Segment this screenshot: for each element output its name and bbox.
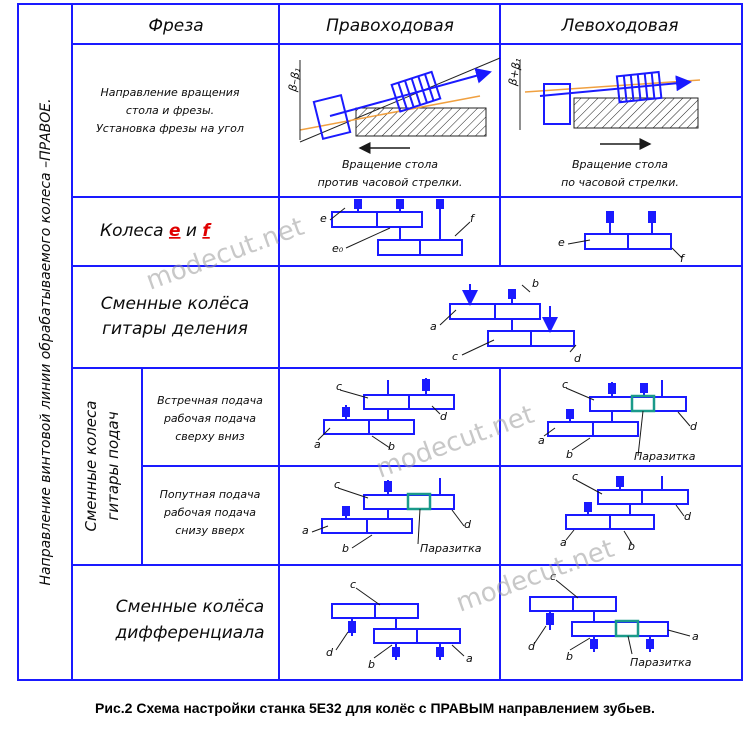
counter-feed-label: Встречная подача рабочая подача сверху в… bbox=[157, 394, 263, 443]
header-right-hand: Правоходовая bbox=[326, 16, 454, 36]
division-c-label: c bbox=[452, 350, 458, 363]
setup-diagram: Фреза Правоходовая Левоходовая Направлен… bbox=[17, 3, 743, 681]
counter-left-idler bbox=[630, 394, 656, 413]
division-a-label: a bbox=[430, 320, 437, 333]
differential-label: Сменные колёса дифференциала bbox=[114, 597, 264, 643]
svg-text:Вращение стола: Вращение стола bbox=[572, 158, 668, 171]
angle-left-label: β+β₁ bbox=[506, 57, 524, 87]
counter-right-a-label: a bbox=[314, 438, 321, 451]
climb-left-gears bbox=[565, 476, 689, 530]
ef-right-gears bbox=[331, 199, 463, 256]
svg-text:Сменные колёса: Сменные колёса bbox=[116, 597, 264, 617]
differential-left-idler-label: Паразитка bbox=[630, 656, 692, 669]
ef-left-leaders bbox=[567, 239, 683, 259]
differential-left-idler bbox=[614, 619, 640, 638]
rotation-label: Направление вращения стола и фрезы. Уста… bbox=[96, 86, 244, 135]
svg-text:дифференциала: дифференциала bbox=[114, 623, 264, 643]
svg-text:Сменные колёса: Сменные колёса bbox=[101, 294, 249, 314]
svg-text:Установка фрезы на угол: Установка фрезы на угол bbox=[96, 122, 244, 135]
ef-right-f-label: f bbox=[470, 212, 476, 225]
ef-right-e-label: e bbox=[320, 212, 327, 225]
svg-text:снизу вверх: снизу вверх bbox=[175, 524, 245, 537]
ef-left-e-label: e bbox=[558, 236, 565, 249]
differential-left-leaders bbox=[533, 579, 691, 655]
counter-left-d-label: d bbox=[690, 420, 698, 433]
right-rotation-caption: Вращение стола против часовой стрелки. bbox=[318, 158, 463, 189]
svg-text:сверху вниз: сверху вниз bbox=[175, 430, 245, 443]
differential-left-a-label: a bbox=[692, 630, 699, 643]
svg-text:гитары подач: гитары подач bbox=[104, 411, 122, 520]
differential-right-c-label: c bbox=[350, 578, 356, 591]
differential-left-d-label: d bbox=[528, 640, 536, 653]
left-rotation-caption: Вращение стола по часовой стрелки. bbox=[561, 158, 679, 189]
climb-right-c-label: c bbox=[334, 478, 340, 491]
angle-right-label: β–β₁ bbox=[286, 67, 303, 94]
svg-text:Встречная подача: Встречная подача bbox=[157, 394, 263, 407]
svg-text:Попутная подача: Попутная подача bbox=[160, 488, 261, 501]
side-label: Направление винтовой линии обрабатываемо… bbox=[38, 98, 54, 585]
climb-right-a-label: a bbox=[302, 524, 309, 537]
svg-text:Направление вращения: Направление вращения bbox=[100, 86, 239, 99]
counter-left-gears bbox=[547, 380, 687, 437]
differential-right-gears bbox=[331, 603, 461, 660]
counter-right-d-label: d bbox=[440, 410, 448, 423]
climb-right-idler bbox=[406, 492, 432, 511]
ef-right-e0-label: e₀ bbox=[332, 242, 344, 255]
ef-left-f-label: f bbox=[680, 252, 686, 265]
differential-left-b-label: b bbox=[566, 650, 573, 663]
division-d-label: d bbox=[574, 352, 582, 365]
ef-label: Колеса e и f bbox=[100, 221, 212, 241]
climb-left-d-label: d bbox=[684, 510, 692, 523]
differential-left-gears bbox=[529, 596, 669, 652]
watermark: modecut.net bbox=[372, 400, 538, 485]
svg-text:по часовой стрелки.: по часовой стрелки. bbox=[561, 176, 679, 189]
svg-text:стола и фрезы.: стола и фрезы. bbox=[126, 104, 214, 117]
climb-right-leaders bbox=[311, 487, 465, 549]
figure-caption: Рис.2 Схема настройки станка 5Е32 для ко… bbox=[95, 700, 655, 716]
ef-left-gears bbox=[584, 211, 672, 250]
climb-right-b-label: b bbox=[342, 542, 349, 555]
counter-left-c-label: c bbox=[562, 378, 568, 391]
climb-left-leaders bbox=[565, 479, 685, 545]
differential-right-leaders bbox=[335, 587, 465, 659]
differential-right-a-label: a bbox=[466, 652, 473, 665]
header-left-hand: Левоходовая bbox=[561, 16, 679, 36]
left-hand-cutter-sketch: β+β₁ bbox=[506, 57, 701, 150]
division-label: Сменные колёса гитары деления bbox=[101, 294, 249, 339]
svg-text:рабочая подача: рабочая подача bbox=[163, 412, 256, 425]
counter-left-leaders bbox=[543, 387, 691, 457]
differential-right-d-label: d bbox=[326, 646, 334, 659]
right-hand-cutter-sketch: β–β₁ bbox=[286, 57, 501, 154]
table-frame bbox=[17, 3, 743, 681]
counter-right-c-label: c bbox=[336, 380, 342, 393]
division-gears bbox=[449, 284, 575, 347]
climb-left-c-label: c bbox=[572, 470, 578, 483]
ef-right-leaders bbox=[329, 207, 471, 249]
division-leaders bbox=[439, 284, 577, 356]
climb-feed-label: Попутная подача рабочая подача снизу вве… bbox=[160, 488, 261, 537]
svg-text:Вращение стола: Вращение стола bbox=[342, 158, 438, 171]
differential-left-c-label: c bbox=[550, 570, 556, 583]
counter-right-leaders bbox=[317, 389, 441, 449]
counter-left-b-label: b bbox=[566, 448, 573, 461]
differential-right-b-label: b bbox=[368, 658, 375, 671]
climb-left-a-label: a bbox=[560, 536, 567, 549]
header-cutter: Фреза bbox=[148, 16, 203, 36]
svg-text:против часовой стрелки.: против часовой стрелки. bbox=[318, 176, 463, 189]
climb-left-b-label: b bbox=[628, 540, 635, 553]
climb-right-gears bbox=[321, 478, 455, 534]
svg-text:Сменные колеса: Сменные колеса bbox=[82, 401, 100, 532]
counter-right-gears bbox=[323, 378, 455, 435]
feed-group-label: Сменные колеса гитары подач bbox=[82, 401, 122, 532]
climb-right-idler-label: Паразитка bbox=[420, 542, 482, 555]
division-b-label: b bbox=[532, 277, 539, 290]
svg-text:гитары деления: гитары деления bbox=[102, 319, 248, 339]
climb-right-d-label: d bbox=[464, 518, 472, 531]
counter-right-b-label: b bbox=[388, 440, 395, 453]
counter-left-a-label: a bbox=[538, 434, 545, 447]
counter-left-idler-label: Паразитка bbox=[634, 450, 696, 463]
svg-text:рабочая подача: рабочая подача bbox=[163, 506, 256, 519]
